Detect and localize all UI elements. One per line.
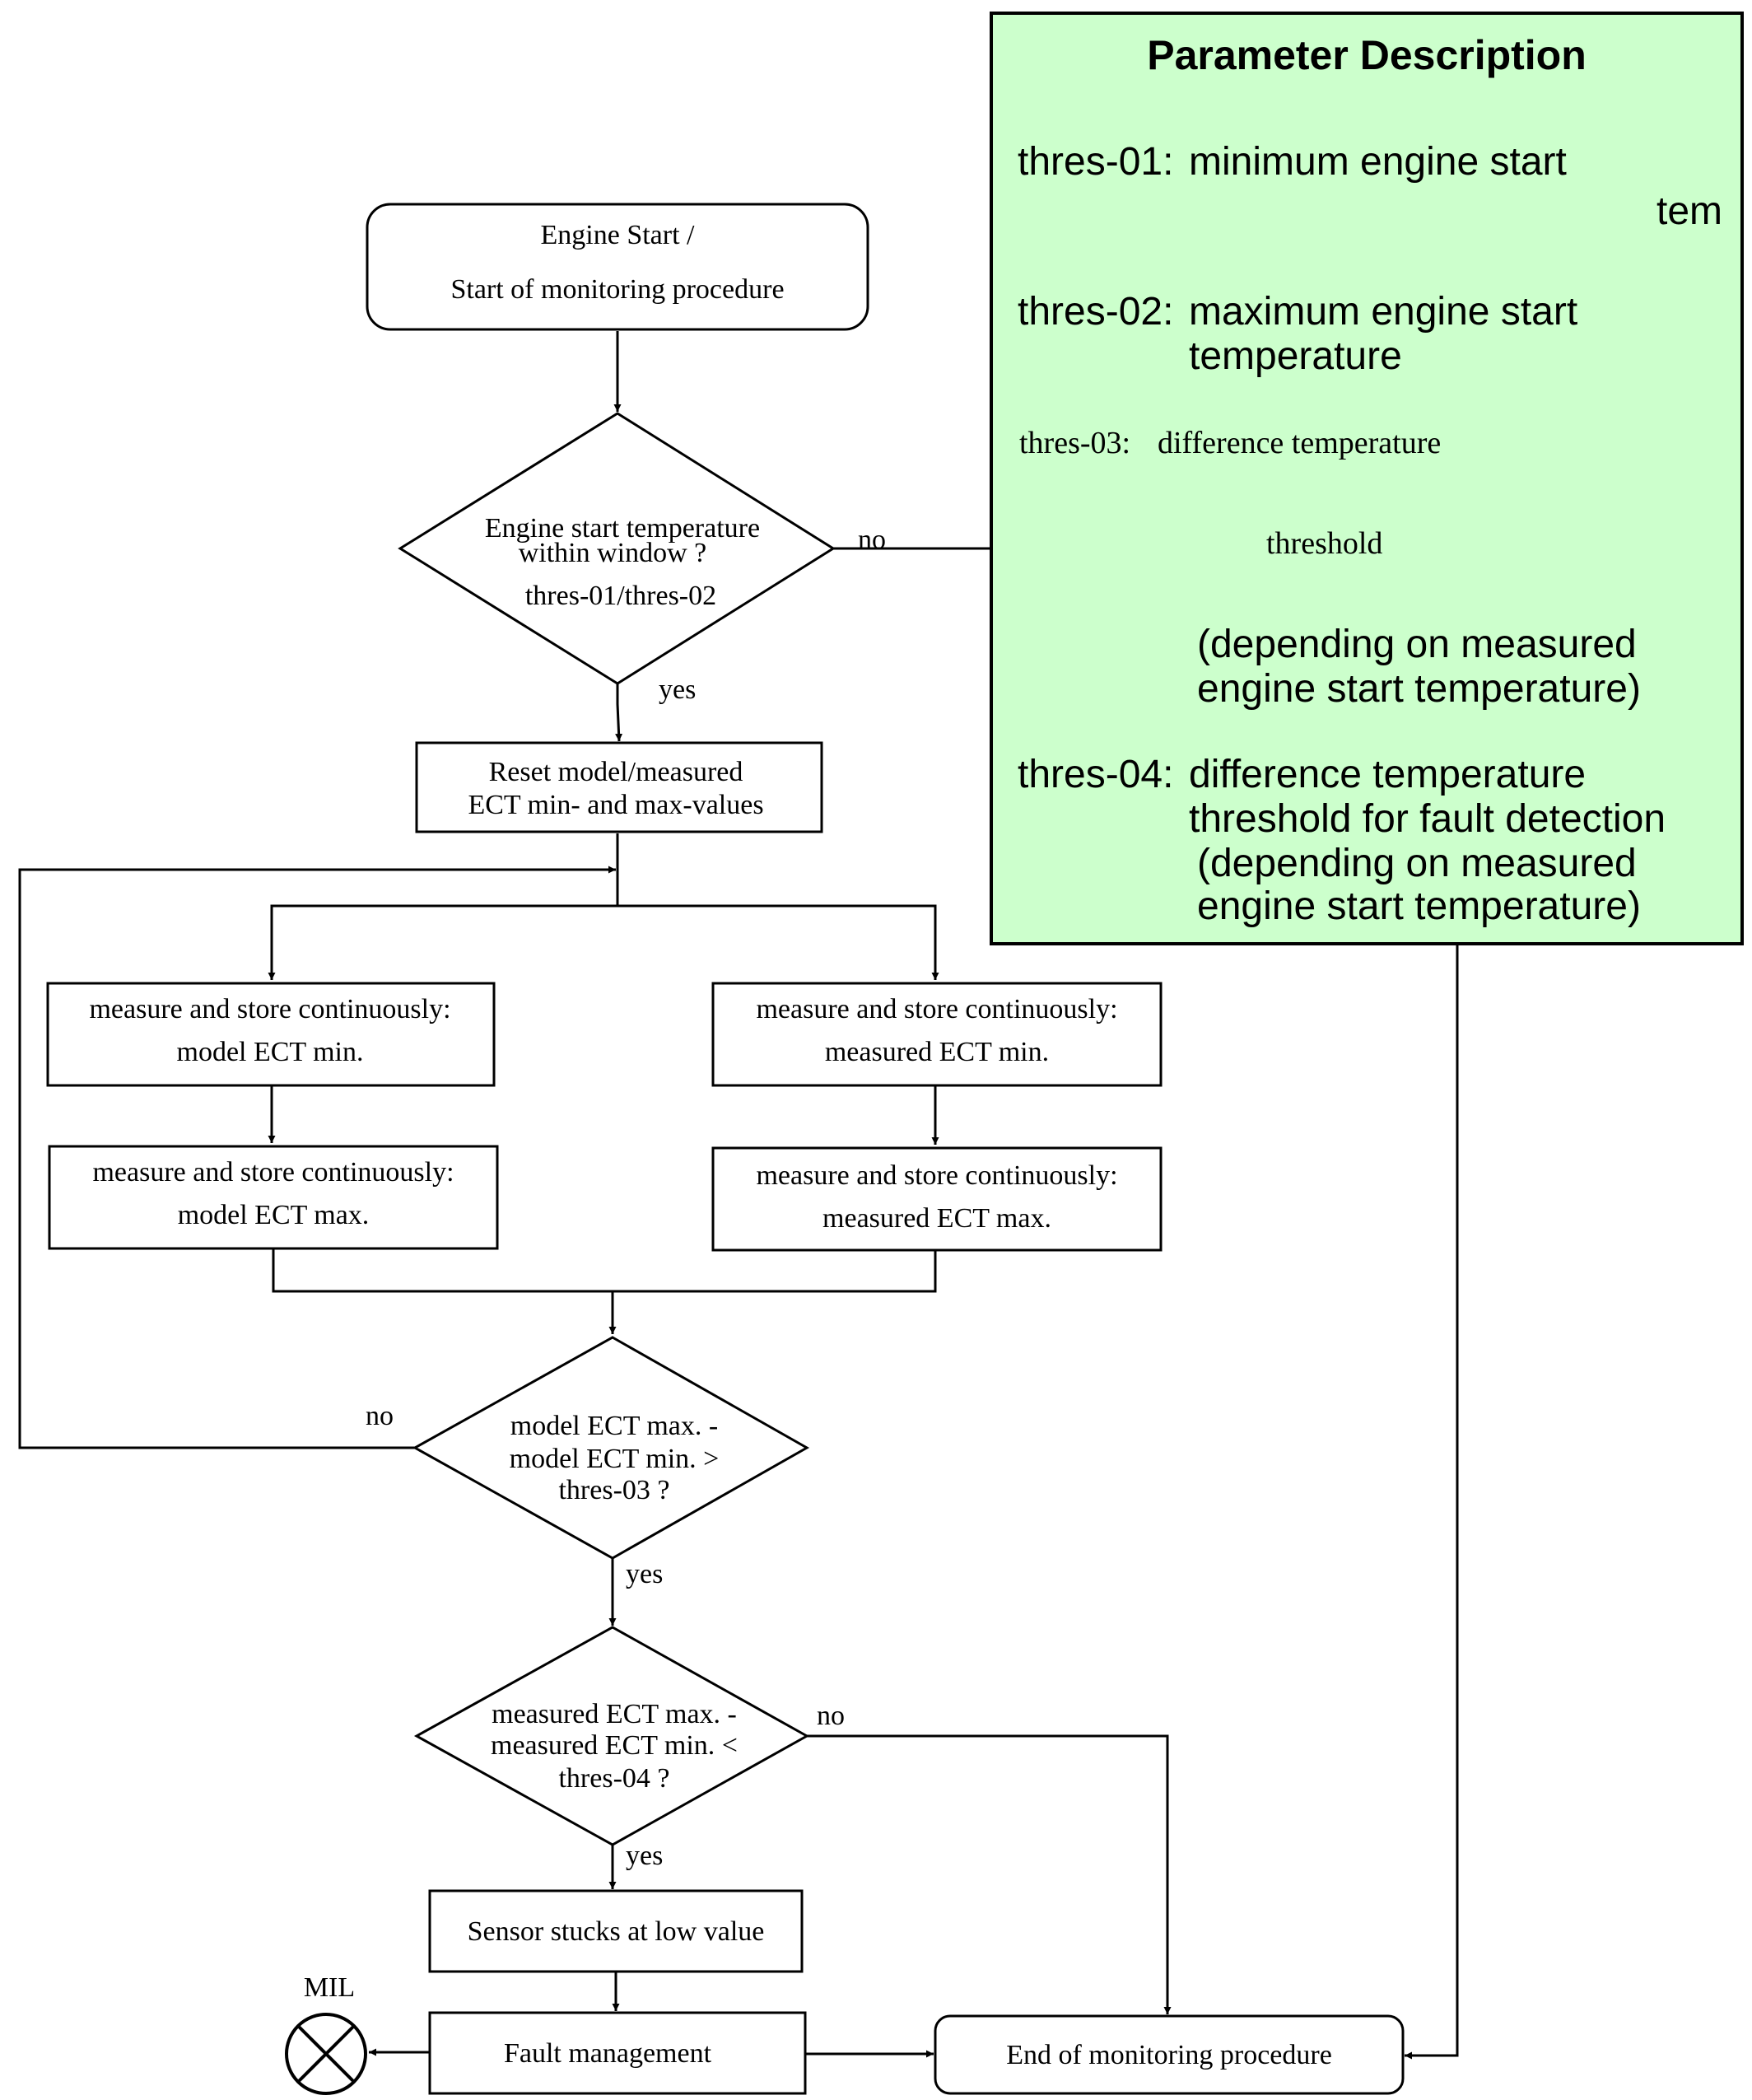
decision-window: Engine start temperature within window ?… <box>398 412 836 685</box>
meas-max-node: measure and store continuously: measured… <box>711 1146 1163 1252</box>
end-node-label: End of monitoring procedure <box>1006 2040 1332 2070</box>
reset-node-line2: ECT min- and max-values <box>468 790 763 820</box>
decision-model: model ECT max. - model ECT min. > thres-… <box>412 1336 810 1560</box>
label-meas-yes: yes <box>626 1841 663 1871</box>
label-window-yes: yes <box>659 674 696 705</box>
thres01-desc: minimum engine start <box>1189 140 1567 184</box>
edge-to-model-min <box>268 904 617 980</box>
model-max-node-line1: measure and store continuously: <box>92 1157 454 1188</box>
thres01-desc-cont: tem <box>1656 189 1722 233</box>
fault-node: Fault management <box>428 2011 807 2095</box>
parameter-box-frame <box>990 12 1744 945</box>
label-model-no: no <box>366 1401 394 1431</box>
edge-to-meas-min <box>617 904 939 980</box>
decision-window-line2: within window ? <box>519 538 707 568</box>
meas-max-node-line1: measure and store continuously: <box>756 1160 1117 1191</box>
decision-meas-line1: measured ECT max. - <box>492 1699 737 1729</box>
stuck-node-label: Sensor stucks at low value <box>468 1916 765 1947</box>
thres03-key: thres-03: <box>1019 426 1130 460</box>
decision-model-shape <box>412 1336 810 1560</box>
thres04-key: thres-04: <box>1018 753 1173 796</box>
fault-node-shape <box>428 2011 807 2095</box>
thres03-desc-line1: difference temperature <box>1158 426 1441 460</box>
decision-window-shape <box>398 412 836 685</box>
edge-labels: no yes no yes no yes <box>366 525 886 1871</box>
model-min-node: measure and store continuously: model EC… <box>46 982 496 1087</box>
decision-model-line2: model ECT min. > <box>510 1444 720 1474</box>
edge-meas-max-merge <box>608 1250 937 1334</box>
start-node-line2: Start of monitoring procedure <box>450 274 784 305</box>
mil-lamp: MIL <box>285 1972 367 2095</box>
edge-model-max-merge <box>272 1248 613 1293</box>
meas-min-node-line2: measured ECT min. <box>825 1037 1049 1067</box>
start-node: Engine Start / Start of monitoring proce… <box>366 203 869 331</box>
edge-window-yes <box>615 684 623 742</box>
decision-model-line1: model ECT max. - <box>510 1411 718 1441</box>
thres03-desc-line4: engine start temperature) <box>1197 667 1641 711</box>
stuck-node: Sensor stucks at low value <box>428 1889 804 1973</box>
thres02-key: thres-02: <box>1018 290 1173 334</box>
meas-min-node-line1: measure and store continuously: <box>756 994 1117 1024</box>
label-meas-no: no <box>817 1701 845 1731</box>
thres03-desc-line3: (depending on measured <box>1197 623 1637 666</box>
thres04-desc-line3: (depending on measured <box>1197 842 1637 885</box>
meas-max-node-line2: measured ECT max. <box>822 1203 1051 1234</box>
thres02-desc-line1: maximum engine start <box>1189 290 1577 334</box>
thres02-desc-line2: temperature <box>1189 334 1402 378</box>
start-node-line1: Engine Start / <box>541 220 696 250</box>
decision-model-line3: thres-03 ? <box>558 1475 669 1505</box>
reset-node-line1: Reset model/measured <box>489 757 743 787</box>
mil-label: MIL <box>304 1972 355 2003</box>
decision-window-line1: Engine start temperature <box>485 513 760 544</box>
thres01-key: thres-01: <box>1018 140 1173 184</box>
thres04-desc-line2: threshold for fault detection <box>1189 797 1666 841</box>
mil-lamp-cross-b <box>296 2024 356 2084</box>
edge-meas-no <box>807 1734 1172 2014</box>
model-min-node-line2: model ECT min. <box>177 1037 364 1067</box>
meas-min-node: measure and store continuously: measured… <box>711 982 1163 1087</box>
label-window-no: no <box>858 525 886 555</box>
connectors <box>18 331 1459 2060</box>
decision-meas-line2: measured ECT min. < <box>491 1730 738 1761</box>
thres04-desc-line4: engine start temperature) <box>1197 884 1641 928</box>
model-max-node-line2: model ECT max. <box>178 1200 370 1230</box>
meas-max-node-shape <box>711 1146 1163 1252</box>
model-min-node-line1: measure and store continuously: <box>89 994 450 1024</box>
label-model-yes: yes <box>626 1559 663 1589</box>
edge-params-to-end <box>1405 944 1459 2060</box>
end-node: End of monitoring procedure <box>934 2014 1405 2095</box>
thres04-desc-line1: difference temperature <box>1189 753 1586 796</box>
end-node-shape <box>934 2014 1405 2095</box>
fault-node-label: Fault management <box>504 2038 712 2069</box>
decision-meas: measured ECT max. - measured ECT min. < … <box>413 1626 810 1846</box>
reset-node: Reset model/measured ECT min- and max-va… <box>415 741 823 833</box>
edge-model-no-loop <box>18 866 616 1449</box>
parameter-box-title: Parameter Description <box>1147 32 1587 78</box>
decision-meas-line3: thres-04 ? <box>558 1763 669 1794</box>
model-max-node-shape <box>48 1145 499 1250</box>
decision-window-line3: thres-01/thres-02 <box>525 581 716 611</box>
parameter-description-box: Parameter Description thres-01: minimum … <box>990 12 1744 945</box>
decision-meas-shape <box>413 1626 810 1846</box>
stuck-node-shape <box>428 1889 804 1973</box>
model-min-node-shape <box>46 982 496 1087</box>
start-node-shape <box>366 203 869 331</box>
reset-node-shape <box>415 741 823 833</box>
meas-min-node-shape <box>711 982 1163 1087</box>
thres03-desc-line2: threshold <box>1266 526 1382 561</box>
model-max-node: measure and store continuously: model EC… <box>48 1145 499 1250</box>
